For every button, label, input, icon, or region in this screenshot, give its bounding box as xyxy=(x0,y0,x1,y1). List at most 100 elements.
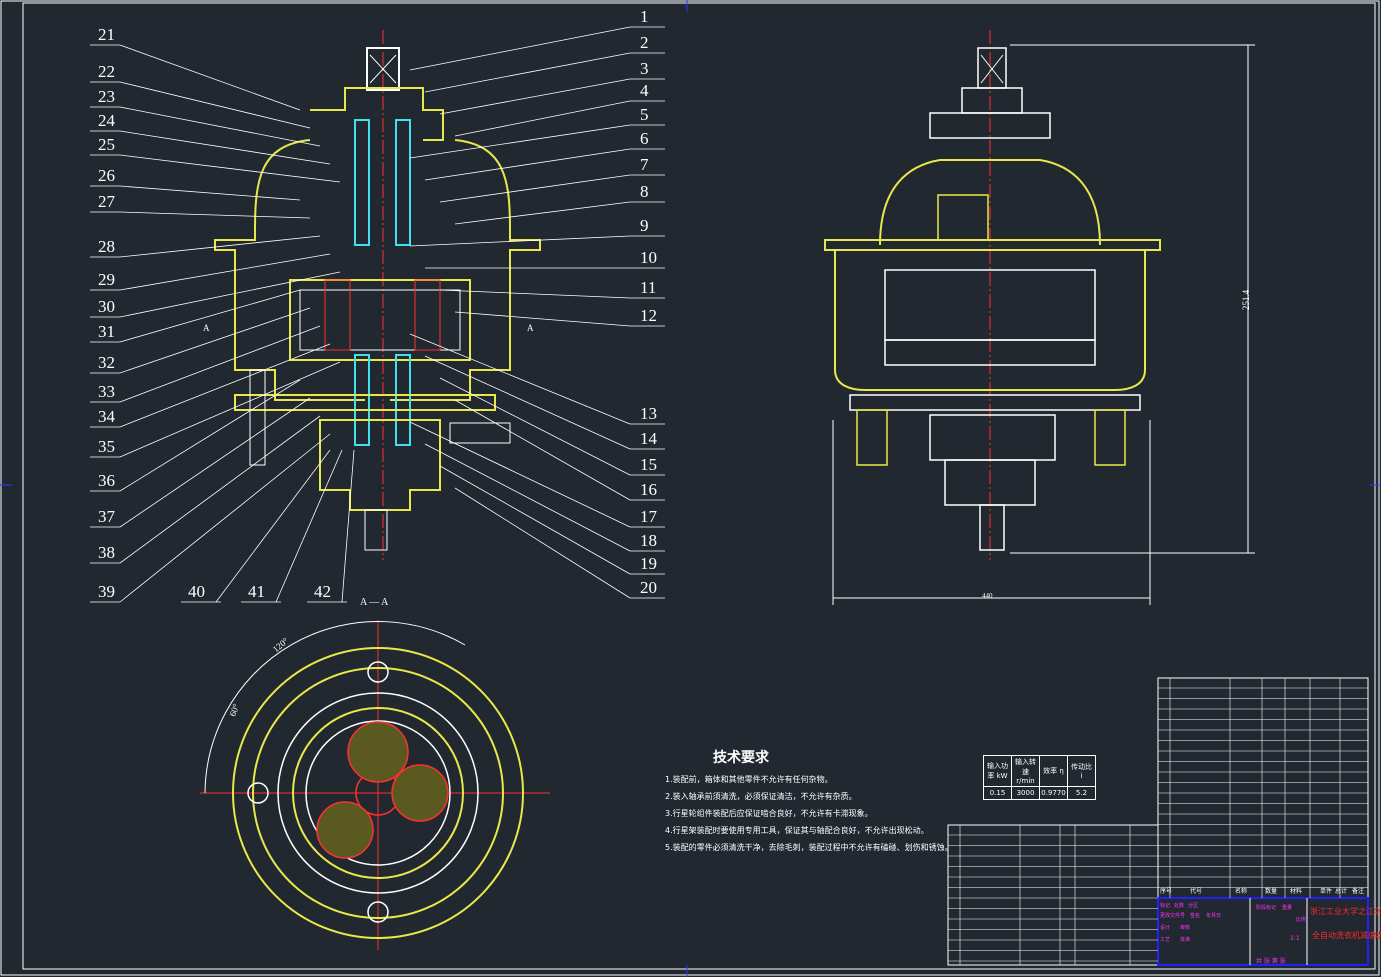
part-callout: 29 xyxy=(98,270,115,289)
school-name: 浙江工业大学之江学院 xyxy=(1310,907,1381,916)
title-block-label: 更改文件号 xyxy=(1160,913,1186,919)
title-block-label: 工艺 xyxy=(1160,937,1171,943)
section-label: A — A xyxy=(360,597,389,608)
param-header: 输入功率 kW xyxy=(983,755,1012,787)
part-callout: 11 xyxy=(640,278,657,297)
part-callout: 31 xyxy=(98,322,115,341)
param-header: 效率 η xyxy=(1039,755,1068,787)
part-callout: 12 xyxy=(640,306,657,325)
bom-column-header: 材料 xyxy=(1290,888,1303,895)
technical-requirements: 技术要求 1.装配前，箱体和其他零件不允许有任何杂物。 2.装入轴承前须清洗，必… xyxy=(665,750,953,856)
part-callout: 32 xyxy=(98,353,115,372)
section-mark-left: A xyxy=(203,323,210,333)
leader-line xyxy=(119,379,301,492)
title-block-label: 标记 xyxy=(1160,903,1171,909)
section-mark-right: A xyxy=(527,323,534,333)
title-block-label: 比例 xyxy=(1296,917,1307,923)
tech-item: 3.行星轮组件装配后应保证啮合良好，不允许有卡滞现象。 xyxy=(665,809,873,818)
leader-line xyxy=(424,52,631,93)
part-callout: 26 xyxy=(98,166,115,185)
leader-line xyxy=(409,333,631,425)
leader-line xyxy=(119,307,311,374)
part-callout: 5 xyxy=(640,105,649,124)
part-callout: 35 xyxy=(98,437,115,456)
leader-line xyxy=(119,343,331,428)
param-header: 传动比 i xyxy=(1067,755,1096,787)
leader-line xyxy=(119,415,321,564)
part-callout: 40 xyxy=(188,582,205,601)
param-header: 输入转速 r/min xyxy=(1011,755,1040,787)
drawing-title: 全自动洗衣机减速器 xyxy=(1312,931,1381,940)
leader-line xyxy=(439,377,631,476)
part-callout: 10 xyxy=(640,248,657,267)
leader-line xyxy=(439,465,631,575)
leader-line xyxy=(119,325,321,403)
tech-item: 2.装入轴承前须清洗，必须保证清洁，不允许有杂质。 xyxy=(665,792,857,801)
tech-item: 4.行星架装配时要使用专用工具，保证其与轴配合良好，不允许出现松动。 xyxy=(665,826,929,835)
part-callout: 8 xyxy=(640,182,649,201)
leader-line xyxy=(119,433,331,603)
leader-line xyxy=(119,253,331,291)
part-callout: 3 xyxy=(640,59,649,78)
title-block-label: 重量 xyxy=(1282,905,1293,911)
leader-line xyxy=(119,185,301,201)
part-callout: 4 xyxy=(640,81,649,100)
leader-line xyxy=(119,44,301,111)
leader-line xyxy=(409,235,631,247)
leader-line xyxy=(424,148,631,181)
leader-line xyxy=(119,81,311,129)
leader-line xyxy=(119,130,331,165)
dimension-width: 440 xyxy=(982,592,993,600)
bom-column-header: 序号 xyxy=(1160,888,1173,895)
main-section-view xyxy=(214,30,541,560)
side-view xyxy=(824,30,1255,605)
part-callout: 7 xyxy=(640,155,649,174)
bom-column-header: 名称 xyxy=(1235,888,1248,895)
part-callout: 25 xyxy=(98,135,115,154)
title-block-label: 签名 xyxy=(1190,913,1201,919)
leader-line xyxy=(454,487,631,599)
part-callout: 21 xyxy=(98,25,115,44)
leader-line xyxy=(454,100,631,137)
part-callout: 9 xyxy=(640,216,649,235)
param-value: 0.9770 xyxy=(1039,786,1068,800)
part-callout: 30 xyxy=(98,297,115,316)
leader-line xyxy=(409,26,631,71)
part-callout: 13 xyxy=(640,404,657,423)
leader-line xyxy=(439,78,631,115)
leader-line xyxy=(275,449,343,603)
leader-line xyxy=(439,174,631,203)
sheet-info: 共 张 第 张 xyxy=(1256,958,1286,965)
part-callout: 38 xyxy=(98,543,115,562)
leader-line xyxy=(119,106,321,147)
title-block xyxy=(947,677,1369,966)
bom-column-header: 代号 xyxy=(1190,888,1203,895)
dimension-height: 251.4 xyxy=(1241,289,1252,311)
leader-line xyxy=(119,361,341,458)
part-callout: 37 xyxy=(98,507,115,526)
leader-line xyxy=(119,271,341,318)
bom-column-header: 数量 xyxy=(1265,888,1278,895)
scale: 1:1 xyxy=(1290,935,1300,942)
title-block-label: 阶段标记 xyxy=(1256,905,1277,911)
leader-line xyxy=(409,124,631,159)
part-callout: 33 xyxy=(98,382,115,401)
part-callout: 17 xyxy=(640,507,657,526)
leader-line xyxy=(424,443,631,552)
section-a-a-view xyxy=(200,620,550,950)
part-callout: 20 xyxy=(640,578,657,597)
param-value: 5.2 xyxy=(1067,786,1096,800)
param-value: 3000 xyxy=(1011,786,1040,800)
title-block-label: 分区 xyxy=(1188,903,1199,909)
leader-line xyxy=(119,289,301,343)
part-callout: 23 xyxy=(98,87,115,106)
bom-column-header: 备注 xyxy=(1352,888,1365,895)
leader-line xyxy=(454,399,631,501)
part-callout: 18 xyxy=(640,531,657,550)
part-callout: 42 xyxy=(314,582,331,601)
leader-line xyxy=(454,201,631,225)
tech-item: 1.装配前，箱体和其他零件不允许有任何杂物。 xyxy=(665,775,833,784)
leader-line xyxy=(409,421,631,528)
